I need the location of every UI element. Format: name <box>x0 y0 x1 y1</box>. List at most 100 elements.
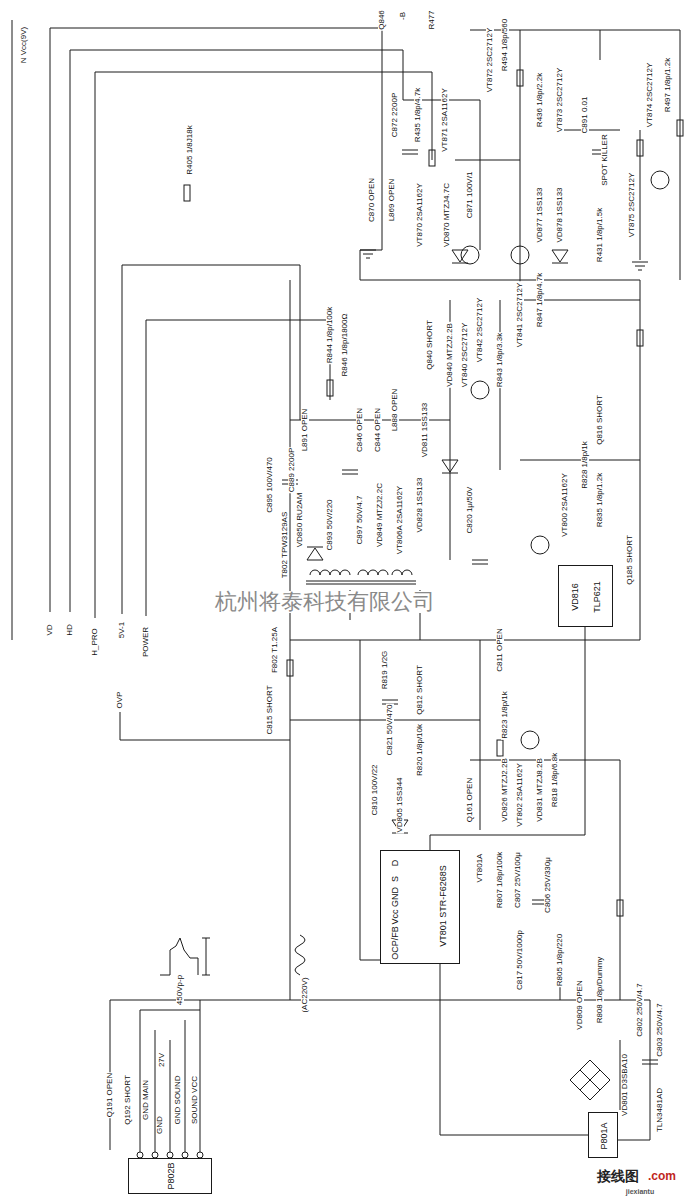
part-label: R805 1/8p/220 <box>556 933 564 988</box>
part-label: R846 1/8p/1800Ω <box>341 313 349 378</box>
part-label: VD805 1SS344 <box>396 776 404 833</box>
part-label: R847 1/8p/4.7k <box>536 272 544 328</box>
part-label: Q812 SHORT <box>416 664 424 716</box>
part-label: VD840 MTZJ2.2B <box>446 322 454 388</box>
pin-name: 27V <box>158 1052 166 1068</box>
resistor-symbol <box>677 120 683 136</box>
part-name: VT801 STR-F6268S <box>439 864 448 948</box>
signal-name: 5V-1 <box>118 621 126 639</box>
diode-symbol <box>307 547 323 560</box>
transformer-core <box>306 581 416 584</box>
part-label: C820 1μ/50V <box>466 486 474 535</box>
part-label: VD809 OPEN <box>576 979 584 1030</box>
part-label: C806 25V/330μ <box>544 856 552 914</box>
signal-name: VD <box>46 623 54 636</box>
amplitude-bracket <box>202 938 210 975</box>
part-label: R431 1/8p/1.5k <box>596 207 604 263</box>
part-label: VT870 2SA1162Y <box>416 182 424 247</box>
part-label: R808 1/8p/Dummy <box>596 956 604 1025</box>
capacitor-symbol <box>472 560 488 564</box>
connector-pin-wires <box>140 1000 200 1158</box>
part-label: T802 TPW3129AS <box>281 511 289 580</box>
part-label: VD826 MTZJ2.2B <box>501 757 509 823</box>
part-label: R835 1/8p/1.2k <box>596 472 604 528</box>
part-label: VT875 2SC2712Y <box>628 172 636 239</box>
part-label: R818 1/8p/6.8k <box>551 752 559 808</box>
part-label: R843 1/8p/3.3k <box>496 332 504 388</box>
part-label: VD831 MTZJ8.2B <box>536 757 544 823</box>
part-label: C817 50V/1000p <box>516 929 524 991</box>
part-label: R436 1/8p/2.2k <box>536 72 544 128</box>
resistor-symbol <box>497 740 503 756</box>
part-label: R820 1/8p/10k <box>416 723 424 777</box>
part-label: VT871 2SA1162Y <box>441 87 449 152</box>
part-label: VD828 1SS133 <box>416 476 424 533</box>
part-label: VD849 MTZJ2.2C <box>376 482 384 548</box>
part-label: TLN3481AD <box>656 1087 664 1133</box>
transistor-symbol <box>461 246 479 264</box>
connector-box: P802B <box>128 1158 212 1194</box>
part-label: VD801 D3SBA10 <box>621 1053 629 1117</box>
signal-name: POWER <box>142 626 150 658</box>
part-label: Q191 OPEN <box>106 1072 114 1118</box>
pulse-waveform <box>160 938 198 975</box>
diode-symbol <box>452 250 468 263</box>
pin-name: TLP621 <box>593 580 602 614</box>
bridge-rectifier <box>570 1060 610 1100</box>
resistor-symbol <box>517 70 523 86</box>
part-label: C811 OPEN <box>496 627 504 672</box>
net-name: N Vcc(9V) <box>20 26 28 64</box>
part-label: VT842 2SC2712Y <box>476 297 484 364</box>
part-label: L869 OPEN <box>388 178 396 223</box>
part-label: VT873 2SC2712Y <box>556 67 564 134</box>
part-label: VT874 2SC2712Y <box>646 62 654 129</box>
transformer-primary-coil <box>310 570 350 575</box>
part-label: VT872 2SC2712Y <box>486 27 494 94</box>
part-label: VT841 2SC2712Y <box>516 282 524 349</box>
waveform-note: 450Vp-p <box>176 974 184 1006</box>
power-frame-wires <box>290 265 640 1000</box>
part-label: C891 0.01 <box>581 96 589 135</box>
part-label: VT801A <box>476 853 484 884</box>
net-name: Q846 <box>378 9 386 31</box>
pin-name: D <box>391 859 400 868</box>
ac-sine-waveform <box>295 935 305 975</box>
part-label: VT806A 2SA1162Y <box>396 485 404 555</box>
pin-name: Vcc <box>391 908 400 925</box>
pin-name: OCP/FB <box>391 925 400 961</box>
ground-symbol <box>632 262 648 270</box>
pin-name: GND MAIN <box>142 1079 150 1121</box>
part-label: C872 2200P <box>391 92 399 138</box>
part-label: C893 50V/220 <box>326 498 334 551</box>
part-label: VT840 2SC2712Y <box>461 322 469 389</box>
part-label: F802 T1.25A <box>271 626 279 674</box>
part-label: VT800 2SA1162Y <box>561 472 569 537</box>
optocoupler-box: VD816TLP621 <box>558 565 613 627</box>
resistor-symbol <box>429 150 435 166</box>
part-label: Q161 OPEN <box>466 777 474 823</box>
part-label: C803 250V/4.7 <box>656 1002 664 1057</box>
part-label: C802 250V/4.7 <box>636 982 644 1037</box>
watermark: 杭州将泰科技有限公司 <box>214 591 436 613</box>
transistor-symbol <box>651 171 669 189</box>
part-label: VD878 1SS133 <box>556 186 564 243</box>
part-label: R844 1/8p/100k <box>326 306 334 365</box>
part-name: P801A <box>600 1121 609 1150</box>
part-label: C897 50V/4.7 <box>356 495 364 546</box>
resistor-symbol <box>617 900 623 916</box>
part-label: R497 1/8p/1.2k <box>664 57 672 113</box>
part-label: C844 OPEN <box>374 407 382 453</box>
resistor-symbol <box>637 140 643 156</box>
signal-name: H_PRO <box>91 627 99 657</box>
part-label: C821 50V/470 <box>386 703 394 756</box>
part-label: VD811 1SS133 <box>421 402 429 459</box>
part-label: R828 1/8p/1k <box>581 440 589 490</box>
resistor-symbol <box>184 185 190 201</box>
signal-name: HD <box>66 623 74 637</box>
transistor-symbol <box>521 731 539 749</box>
pin-name: GND SOUND <box>174 1075 182 1126</box>
part-label: L888 OPEN <box>391 388 399 433</box>
ground-symbol <box>360 250 376 258</box>
resistor-symbol <box>287 660 293 676</box>
circuit-note: SPOT KILLER <box>601 133 609 186</box>
